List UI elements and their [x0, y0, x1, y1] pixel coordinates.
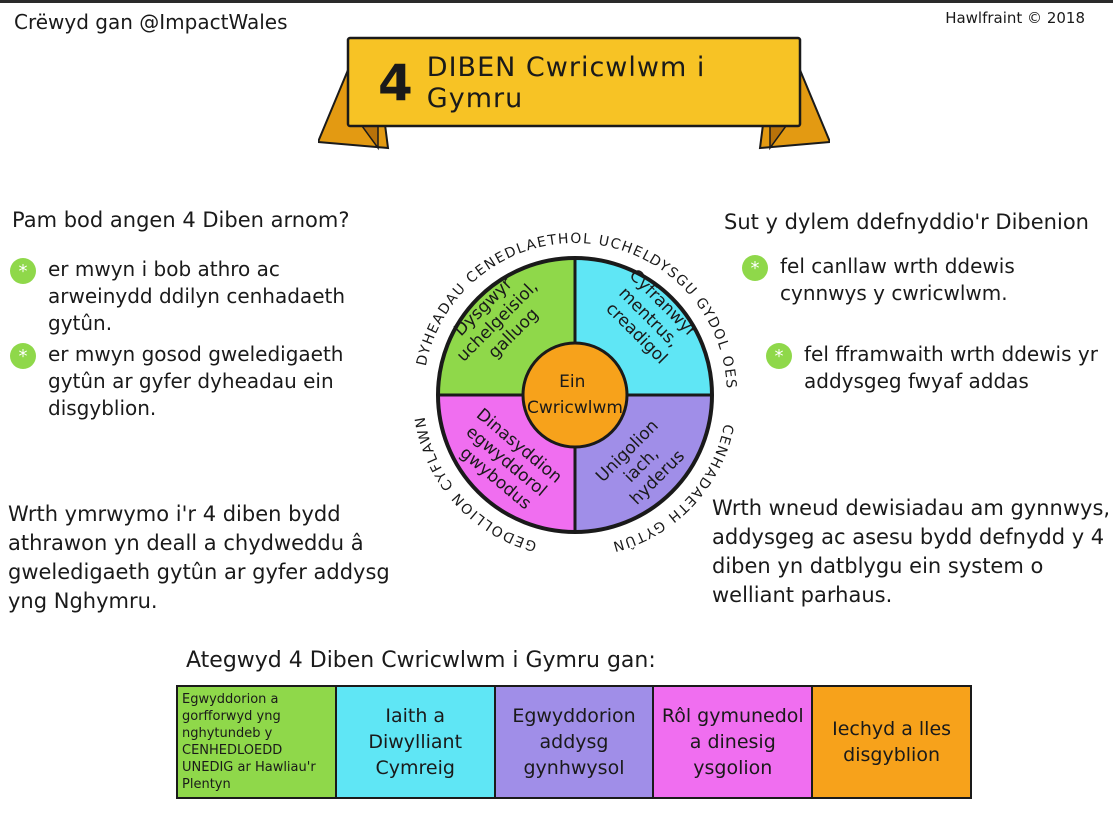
top-border [0, 0, 1113, 3]
title-text: DIBEN Cwricwlwm i Gymru [426, 52, 706, 114]
box-community-role: Rôl gymunedol a dinesig ysgolion [654, 687, 812, 797]
title-banner: 4 DIBEN Cwricwlwm i Gymru [316, 30, 832, 158]
svg-text:*: * [19, 261, 28, 282]
support-boxes: Egwyddorion a gorfforwyd yng nghytundeb … [176, 685, 972, 799]
asterisk-bullet-icon: * [10, 343, 36, 369]
right-bullet-2: * fel fframwaith wrth ddewis yr addysgeg… [764, 341, 1104, 395]
left-bullet-2: * er mwyn gosod gweledigaeth gytûn ar gy… [8, 341, 368, 422]
right-paragraph: Wrth wneud dewisiadau am gynnwys, addysg… [712, 496, 1111, 607]
wheel-graphic: Dysgwyr uchelgeisiol, galluog Cyfranwyr … [412, 231, 737, 554]
left-bullet-2-text: er mwyn gosod gweledigaeth gytûn ar gyfe… [48, 342, 344, 420]
asterisk-bullet-icon: * [10, 258, 36, 284]
asterisk-bullet-icon: * [766, 343, 792, 369]
svg-text:*: * [19, 346, 28, 367]
banner-title: 4 DIBEN Cwricwlwm i Gymru [378, 40, 774, 126]
left-paragraph: Wrth ymrwymo i'r 4 diben bydd athrawon y… [8, 502, 390, 613]
center-circle [521, 341, 629, 449]
right-bullet-2-text: fel fframwaith wrth ddewis yr addysgeg f… [804, 342, 1098, 393]
box-welsh-language: Iaith a Diwylliant Cymreig [336, 687, 494, 797]
box-un-rights: Egwyddorion a gorfforwyd yng nghytundeb … [178, 687, 335, 797]
bottom-heading: Ategwyd 4 Diben Cwricwlwm i Gymru gan: [186, 648, 656, 673]
box-health-wellbeing: Iechyd a lles disgyblion [813, 687, 970, 797]
center-label: Ein Cwricwlwm [527, 372, 623, 418]
svg-text:*: * [751, 258, 760, 279]
left-bullet-1: * er mwyn i bob athro ac arweinydd ddily… [8, 256, 388, 337]
left-question: Pam bod angen 4 Diben arnom? [12, 208, 350, 232]
banner-ribbon-shape [316, 36, 832, 151]
purposes-wheel: Dysgwyr uchelgeisiol, galluog Cyfranwyr … [375, 195, 775, 595]
right-question: Sut y dylem ddefnyddio'r Dibenion [724, 210, 1089, 234]
box-inclusive-education: Egwyddorion addysg gynhwysol [495, 687, 653, 797]
right-bullet-1-text: fel canllaw wrth ddewis cynnwys y cwricw… [780, 254, 1015, 305]
asterisk-bullet-icon: * [742, 255, 768, 281]
left-bullet-1-text: er mwyn i bob athro ac arweinydd ddilyn … [48, 257, 346, 335]
credit-text: Crëwyd gan @ImpactWales [14, 10, 288, 34]
svg-text:*: * [775, 346, 784, 367]
title-number: 4 [378, 54, 413, 112]
copyright-text: Hawlfraint © 2018 [945, 9, 1085, 27]
right-bullet-1: * fel canllaw wrth ddewis cynnwys y cwri… [740, 253, 1070, 307]
